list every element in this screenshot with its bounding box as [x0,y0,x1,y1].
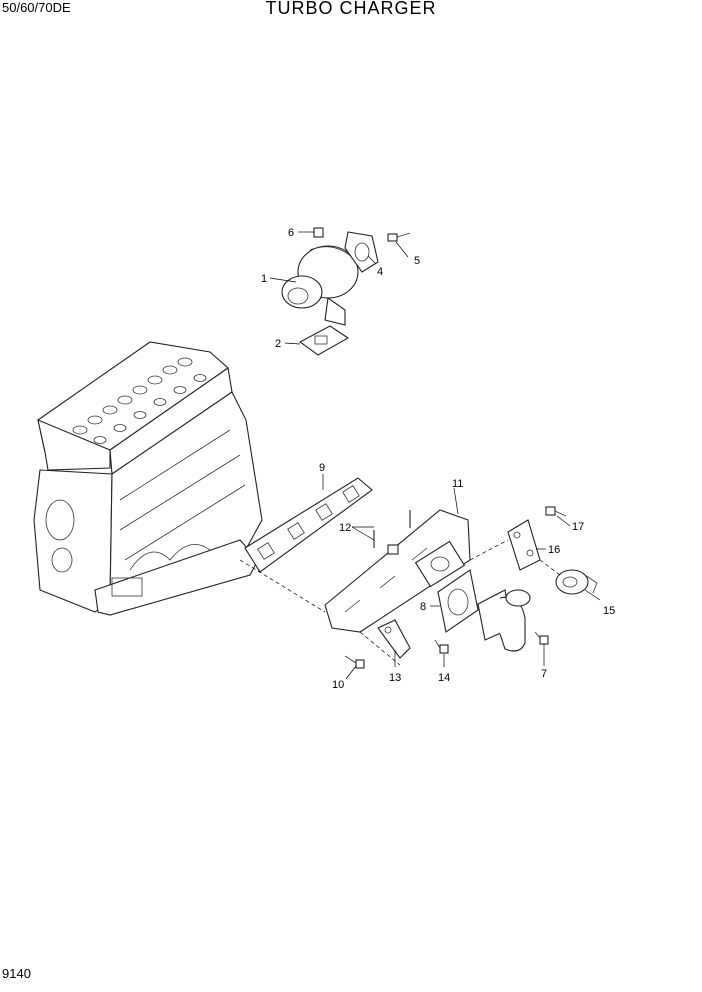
callout-12: 12 [339,522,351,534]
manifold-gasket [244,477,373,573]
callout-17: 17 [572,521,584,533]
exhaust-elbow [477,589,531,652]
callout-11: 11 [452,478,463,490]
leader-lines [269,231,601,680]
bolt-17 [545,506,567,517]
elbow-gasket [437,569,479,633]
callout-10: 10 [332,679,344,691]
callout-13: 13 [389,672,401,684]
callout-4: 4 [377,266,383,278]
turbo-inlet-gasket [298,325,350,356]
page-title: TURBO CHARGER [265,0,437,18]
callout-2: 2 [275,338,281,350]
outlet-connector [555,569,598,595]
stud-nut [313,227,324,238]
page-number: 9140 [2,966,31,981]
bolt-10 [344,655,365,669]
engine-block [33,341,263,616]
callout-7: 7 [541,668,547,680]
manifold-studs [373,510,411,555]
model-label: 50/60/70DE [2,0,71,15]
callout-6: 6 [288,227,294,239]
callout-9: 9 [319,462,325,474]
alignment-lines [239,539,561,666]
bolt-5 [387,232,411,242]
callout-15: 15 [603,605,615,617]
callout-14: 14 [438,672,450,684]
callout-5: 5 [414,255,420,267]
callout-labels: 1 2 4 5 6 7 8 9 10 11 12 13 14 15 16 17 [261,227,615,691]
bolt-14 [434,639,449,654]
turbocharger [281,245,359,326]
callout-16: 16 [548,544,560,556]
callout-1: 1 [261,273,267,285]
callout-8: 8 [420,601,426,613]
bolt-7 [534,631,549,645]
valve-rings [72,357,207,444]
manifold-bracket [377,619,411,659]
cover-plate [507,519,541,571]
turbo-outlet-gasket [344,231,379,273]
